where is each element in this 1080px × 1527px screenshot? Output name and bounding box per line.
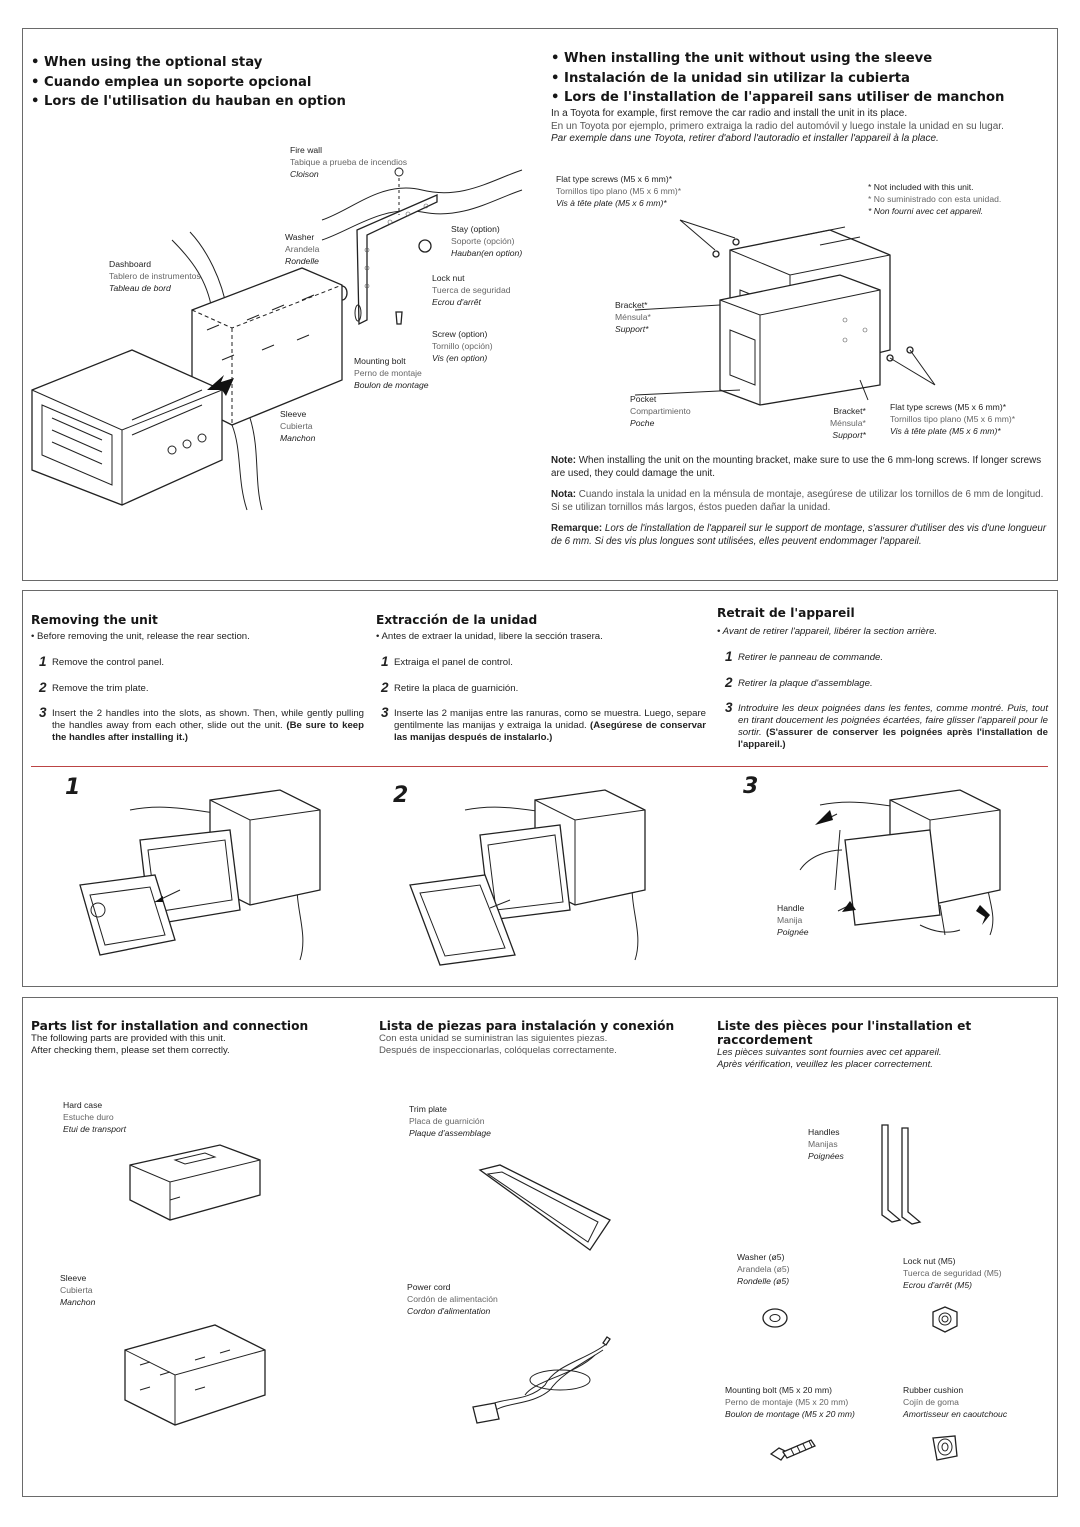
heading-en: When installing the unit without using t… [551, 51, 932, 66]
parts-line2-en: After checking them, please set them cor… [31, 1045, 230, 1057]
parts-line2-es: Después de inspeccionarlas, colóquelas c… [379, 1045, 617, 1057]
parts-line1-fr: Les pièces suivantes sont fournies avec … [717, 1047, 942, 1058]
power-cord-illustration [472, 1336, 611, 1424]
removing-title-fr: Retrait de l'appareil [717, 606, 855, 620]
heading-fr: Lors de l'utilisation du hauban en optio… [31, 94, 346, 109]
removing-title-es: Extracción de la unidad [376, 613, 538, 627]
optional-stay-diagram [31, 167, 523, 511]
heading-es: Cuando emplea un soporte opcional [31, 75, 311, 90]
parts-header-fr: Liste des pièces pour l'installation et … [717, 1019, 1047, 1072]
parts-title-es: Lista de piezas para instalación y conex… [379, 1019, 675, 1033]
heading-es: Instalación de la unidad sin utilizar la… [551, 71, 910, 86]
removing-divider [31, 766, 1048, 767]
rubber-cushion-illustration [932, 1435, 958, 1461]
parts-header-es: Lista de piezas para instalación y conex… [379, 1019, 709, 1058]
installation-panel [22, 28, 1058, 581]
parts-line1-en: The following parts are provided with th… [31, 1033, 226, 1044]
step-1-figure [79, 789, 321, 961]
parts-line2-fr: Après vérification, veuillez les placer … [717, 1059, 933, 1071]
mounting-bolt-illustration [769, 1439, 816, 1461]
heading-en: When using the optional stay [31, 55, 262, 70]
sleeve-illustration [124, 1324, 266, 1426]
removing-panel [22, 590, 1058, 987]
step-figure-number-3: 3 [743, 774, 759, 799]
label-bracket-2: Bracket*Ménsula*Support* [830, 406, 866, 441]
parts-header-en: Parts list for installation and connecti… [31, 1019, 361, 1058]
intro-es: En un Toyota por ejemplo, primero extrai… [551, 120, 1004, 132]
label-flat-screws-1: Flat type screws (M5 x 6 mm)*Tornillos t… [556, 174, 682, 209]
step-2-figure [409, 789, 646, 966]
label-stay: Stay (option)Soporte (opción)Hauban(en o… [451, 224, 523, 259]
removing-title-en: Removing the unit [31, 613, 158, 627]
note-fr: Remarque: Lors de l'installation de l'ap… [551, 523, 1047, 547]
intro-fr: Par exemple dans une Toyota, retirer d'a… [551, 133, 939, 145]
step-figure-number-2: 2 [393, 783, 409, 808]
step-figure-number-1: 1 [65, 775, 81, 800]
optional-stay-headings: When using the optional stay Cuando empl… [31, 53, 346, 112]
pre-note: • Antes de extraer la unidad, libere la … [376, 631, 603, 642]
handles-illustration [881, 1124, 922, 1225]
label-not-included: * Not included with this unit.* No sumin… [868, 182, 1002, 217]
lock-nut-illustration [932, 1306, 958, 1333]
parts-title-en: Parts list for installation and connecti… [31, 1019, 309, 1033]
note-en: Note: When installing the unit on the mo… [551, 455, 1042, 479]
trim-plate-illustration [478, 1164, 611, 1251]
no-sleeve-headings: When installing the unit without using t… [551, 49, 1004, 108]
parts-line1-es: Con esta unidad se suministran las sigui… [379, 1033, 608, 1044]
hard-case-illustration [129, 1144, 261, 1221]
label-flat-screws-2: Flat type screws (M5 x 6 mm)*Tornillos t… [890, 402, 1016, 437]
note-es: Nota: Cuando instala la unidad en la mén… [551, 489, 1044, 513]
parts-title-fr-2: raccordement [717, 1033, 813, 1047]
pre-note: • Avant de retirer l'appareil, libérer l… [717, 626, 938, 637]
washer-illustration [762, 1308, 788, 1328]
part-washer: Washer (ø5)Arandela (ø5)Rondelle (ø5) [737, 1252, 790, 1287]
pre-note: • Before removing the unit, release the … [31, 631, 250, 642]
toyota-intro: In a Toyota for example, first remove th… [551, 108, 1051, 146]
part-lock-nut: Lock nut (M5)Tuerca de seguridad (M5)Ecr… [903, 1256, 1002, 1291]
part-mounting-bolt: Mounting bolt (M5 x 20 mm)Perno de monta… [725, 1385, 855, 1420]
heading-fr: Lors de l'installation de l'appareil san… [551, 90, 1004, 105]
intro-en: In a Toyota for example, first remove th… [551, 108, 908, 119]
parts-title-fr-1: Liste des pièces pour l'installation et [717, 1019, 972, 1033]
notes-block: Note: When installing the unit on the mo… [551, 455, 1051, 549]
label-bracket-1: Bracket*Ménsula*Support* [615, 300, 651, 335]
step-3-figure [799, 789, 1001, 936]
no-sleeve-diagram [634, 219, 936, 406]
label-screw: Screw (option)Tornillo (opción)Vis (en o… [432, 329, 493, 364]
parts-panel [22, 997, 1058, 1497]
